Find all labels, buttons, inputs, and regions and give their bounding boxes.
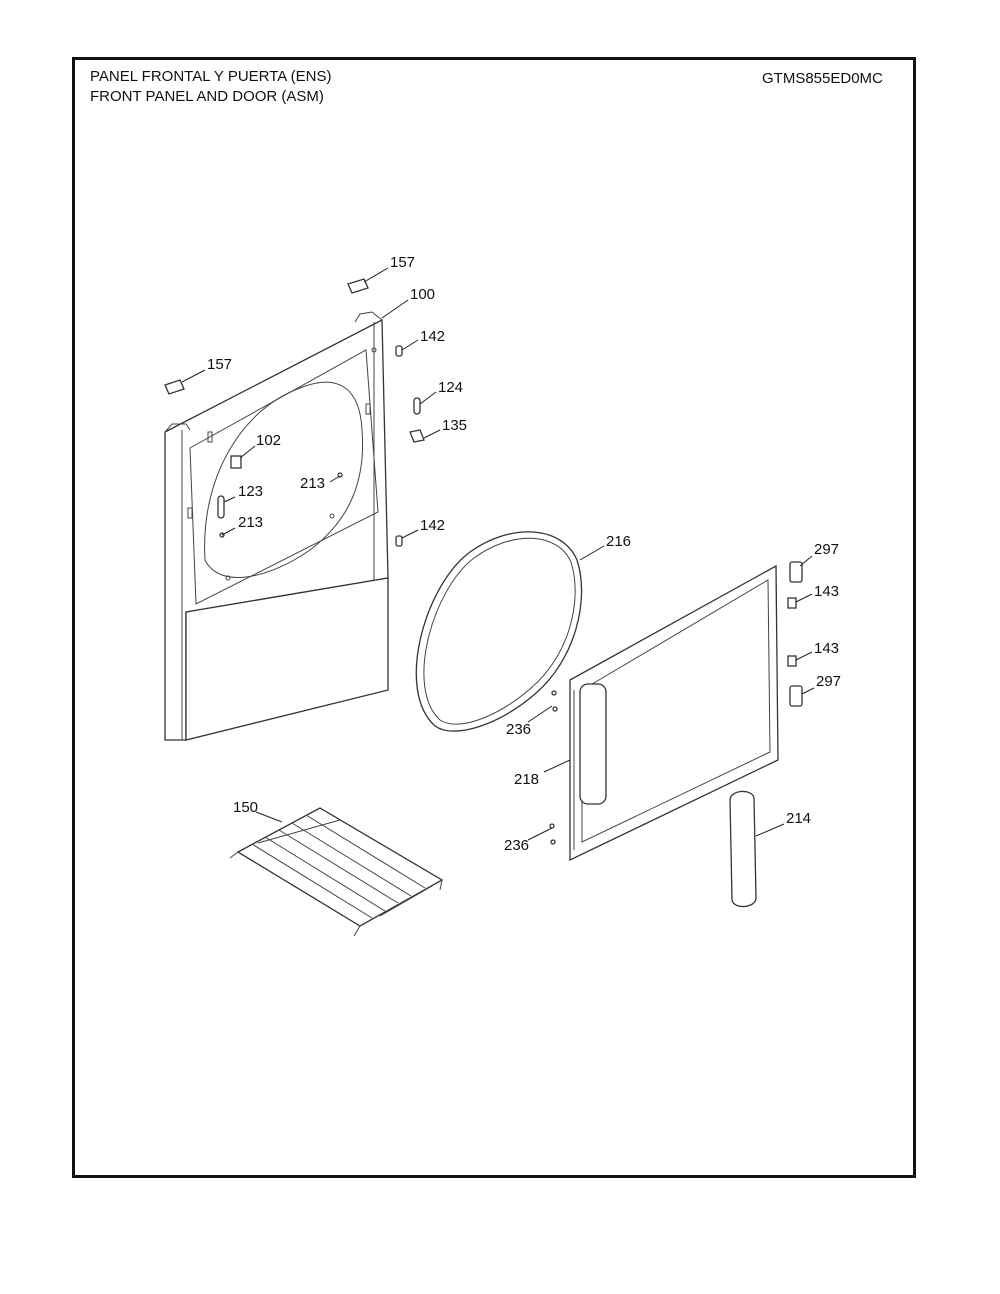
callout-216: 216	[606, 533, 631, 550]
callout-142-lower: 142	[420, 517, 445, 534]
callout-labels: 157 100 142 157 124 135 102 213 123 213 …	[207, 254, 841, 854]
hinge-pin-part-143a	[787, 597, 797, 609]
bushing-part-142b	[395, 535, 403, 547]
screws-part-236b	[549, 823, 556, 845]
callout-100: 100	[410, 286, 435, 303]
handle-part	[729, 790, 757, 908]
hinge-part-297b	[789, 685, 803, 707]
callout-124: 124	[438, 379, 463, 396]
hinge-part-297a	[789, 561, 803, 583]
screws-part-236a	[551, 690, 558, 712]
callout-236-lower: 236	[504, 837, 529, 854]
callout-157-top: 157	[390, 254, 415, 271]
leader-lines	[181, 267, 815, 841]
callout-213-left: 213	[238, 514, 263, 531]
callout-123: 123	[238, 483, 263, 500]
strike-part-135	[409, 429, 425, 443]
latch-part-124	[413, 397, 421, 415]
callout-213-right: 213	[300, 475, 325, 492]
callout-218: 218	[514, 771, 539, 788]
hinge-pin-part-143b	[787, 655, 797, 667]
drying-rack-part	[229, 807, 444, 937]
switch-part-102	[230, 455, 242, 469]
door-gasket-part	[415, 531, 583, 732]
title-english: FRONT PANEL AND DOOR (ASM)	[90, 88, 324, 105]
hinge-part-157b	[164, 379, 185, 395]
callout-142-upper: 142	[420, 328, 445, 345]
door-part	[569, 564, 779, 862]
callout-236-upper: 236	[506, 721, 531, 738]
title-spanish: PANEL FRONTAL Y PUERTA (ENS)	[90, 68, 332, 85]
diagram-frame	[72, 57, 916, 1178]
model-number: GTMS855ED0MC	[762, 70, 883, 87]
screw-part-213a	[337, 472, 343, 478]
callout-297-lower: 297	[816, 673, 841, 690]
callout-102: 102	[256, 432, 281, 449]
callout-143-lower: 143	[814, 640, 839, 657]
callout-135: 135	[442, 417, 467, 434]
callout-143-upper: 143	[814, 583, 839, 600]
callout-214: 214	[786, 810, 811, 827]
callout-297-upper: 297	[814, 541, 839, 558]
callout-150: 150	[233, 799, 258, 816]
callout-157-left: 157	[207, 356, 232, 373]
bushing-part-142a	[395, 345, 403, 357]
front-panel-part	[164, 311, 389, 741]
bracket-part-123	[217, 495, 225, 519]
hinge-part-157a	[347, 278, 369, 294]
